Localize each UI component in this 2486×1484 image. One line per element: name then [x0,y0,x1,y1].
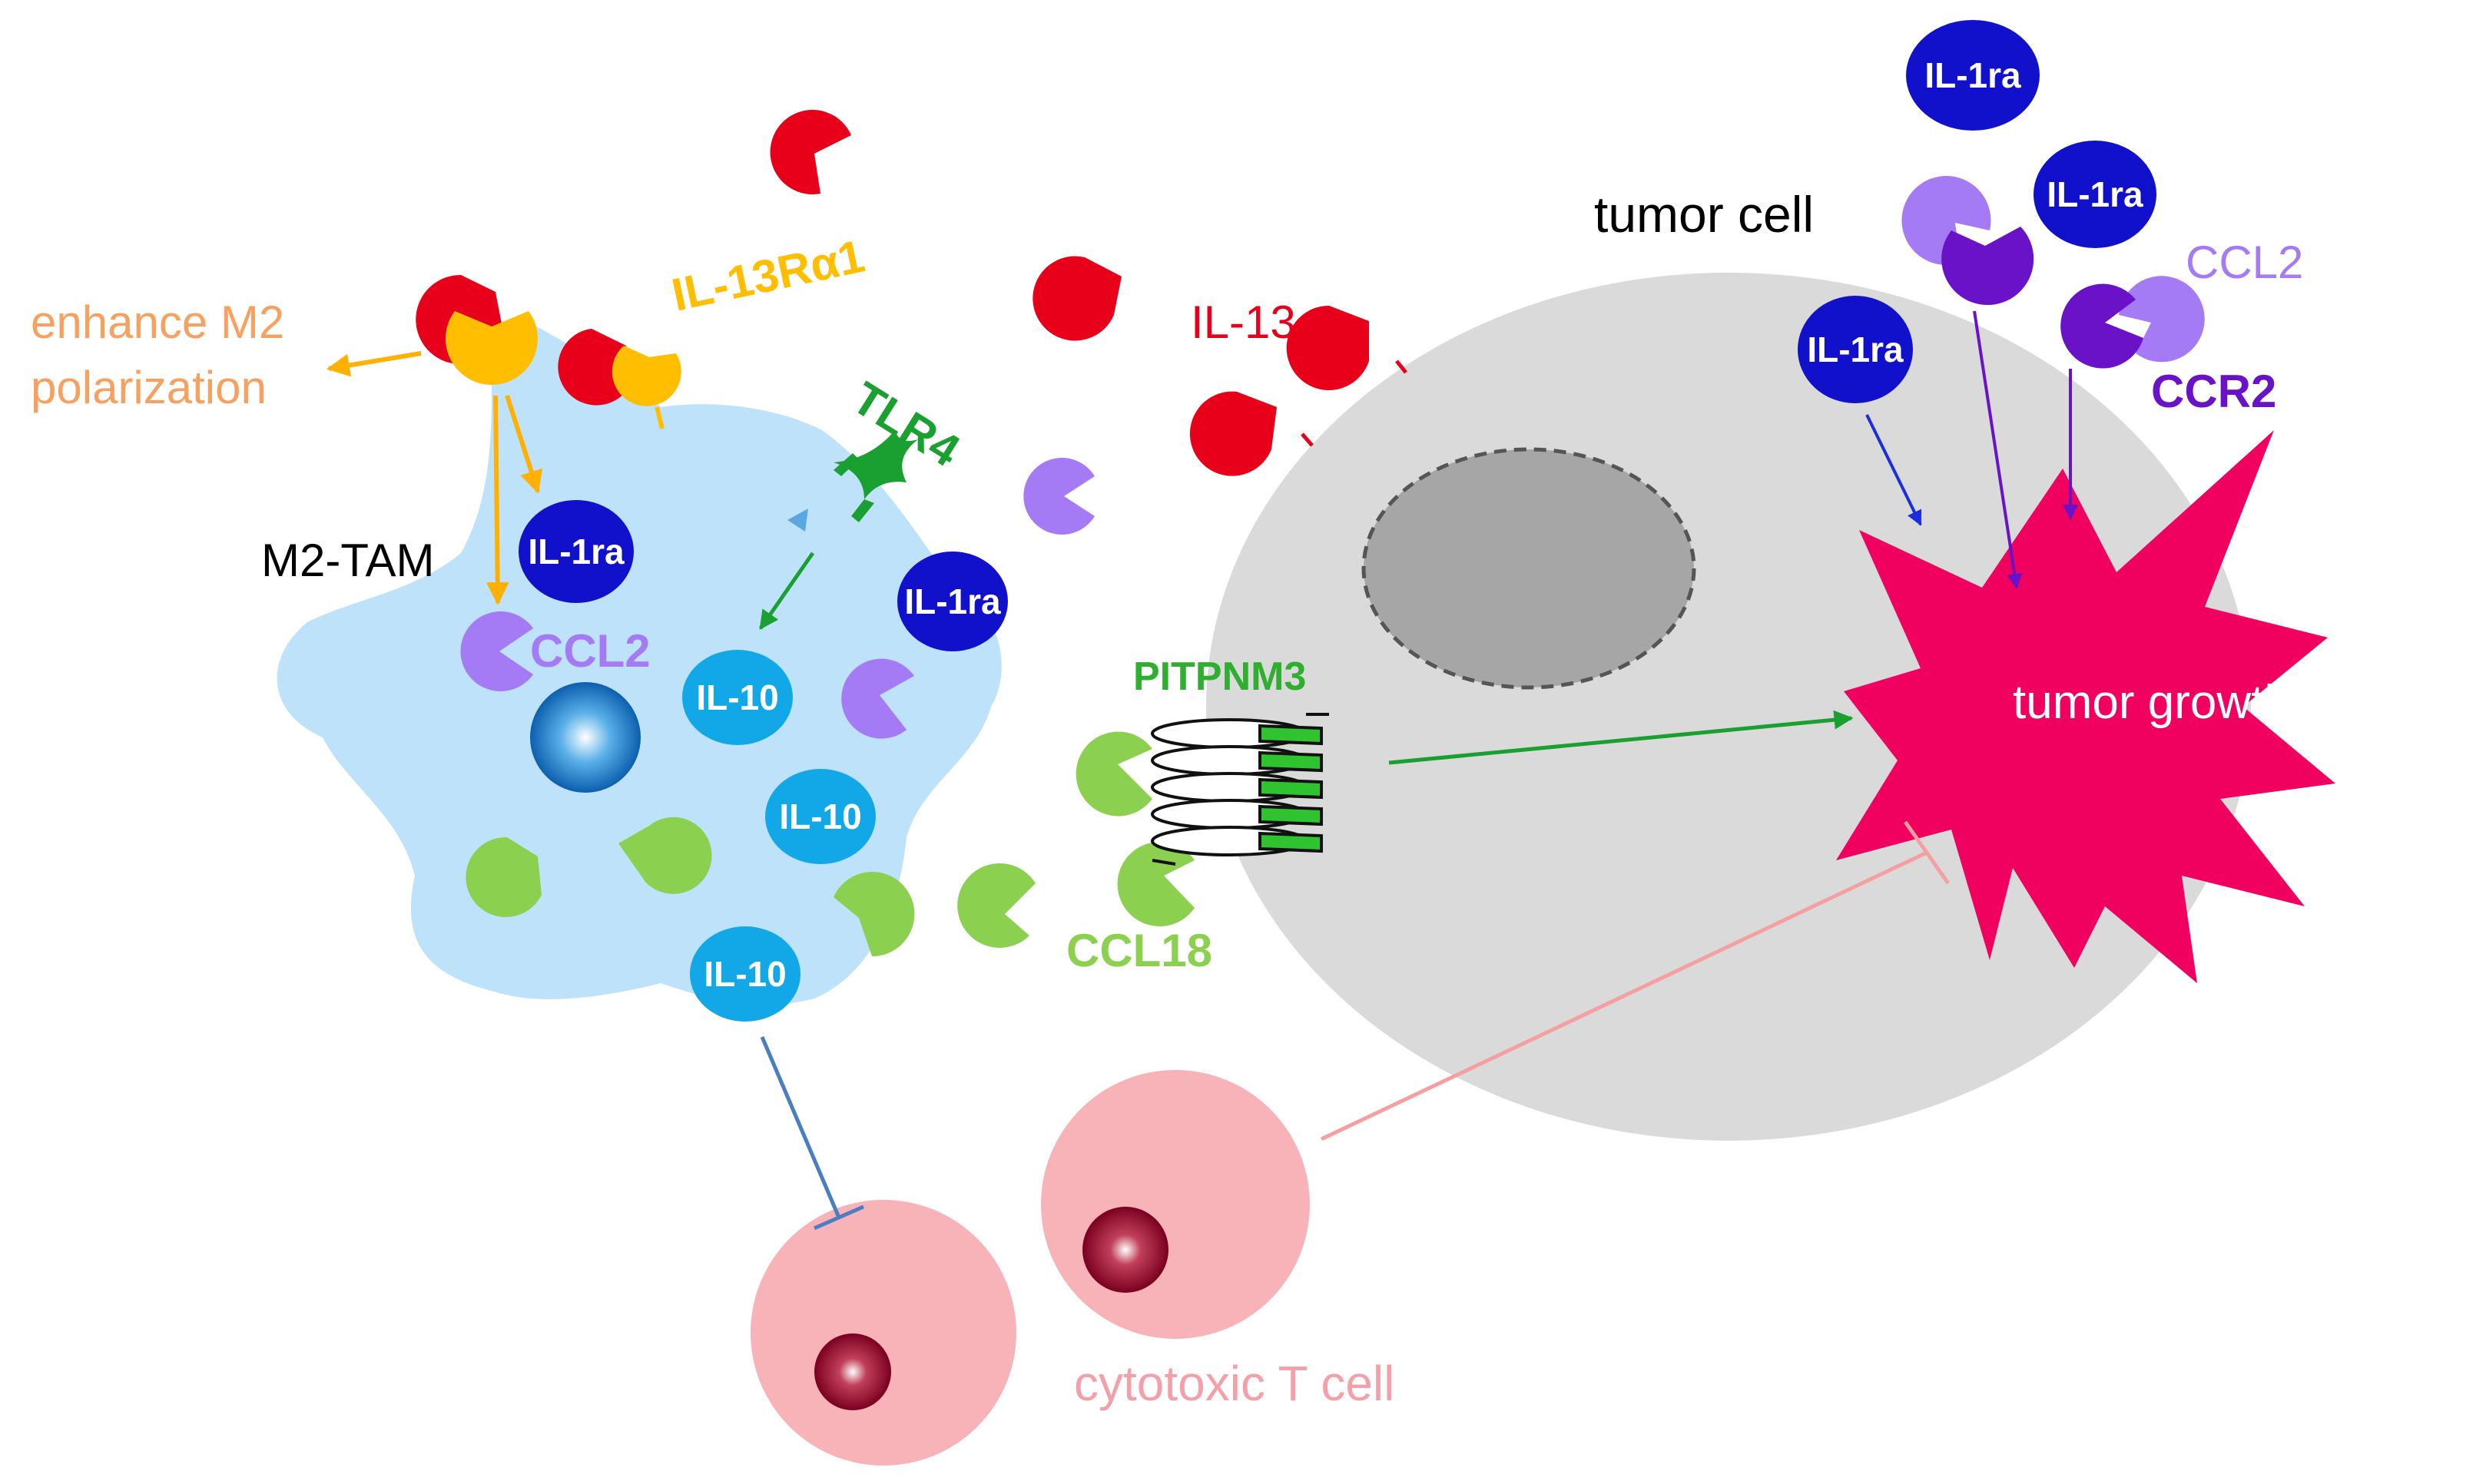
ccr2-to-growth-arrow [1973,310,2023,589]
tumor-cell-label: tumor cell [1594,186,1814,243]
ccl18-molecule [618,817,712,894]
il-1ra-chip-bg [2034,141,2156,248]
tlr4-receptor [834,430,918,522]
ccr2-receptor [2060,283,2143,369]
il-1ra-chip-bg [897,552,1008,651]
ccl18-molecule [834,872,915,957]
ccr2-receptor [1941,227,2034,306]
pitpnm3-band [1258,750,1323,773]
tlr4-ligand-icon [787,508,808,532]
il-13ra1-receptor [446,311,539,386]
il-10-chip-label: IL-10 [779,797,861,836]
il-13ra1-receptor [612,346,681,406]
il-1ra-chip: IL-1ra [1798,296,1913,403]
il-1ra-chip-label: IL-1ra [1924,55,2021,95]
il-10-chip-bg [690,926,800,1022]
polarization-label: polarization [31,362,267,413]
t-cell-inhibits-growth-line [1320,850,1928,1141]
il-13-molecule [1286,305,1369,390]
il-10-chip-label: IL-10 [704,954,786,994]
pitpnm3-label: PITPNM3 [1133,654,1306,699]
il-13-molecule [770,109,851,194]
tumor-cell-nucleus [1361,447,1696,690]
il1ra-to-growth-arrow [1865,414,1922,526]
il-1ra-chip: IL-1ra [897,552,1008,651]
il10-inhibits-t-cell-line [760,1036,841,1218]
ccl2-molecule [2119,276,2205,363]
il-10-chip: IL-10 [682,650,793,745]
pitpnm3-band [1258,831,1323,853]
ccl18-molecule [957,863,1036,948]
pitpnm3-band [1258,777,1323,800]
il-10-chip-label: IL-10 [696,677,778,717]
ccl18-molecule [466,836,542,917]
ccl2-molecules [460,176,2205,739]
ccl2-molecule [1023,458,1095,535]
il-10-chip-bg [765,769,876,864]
il-1ra-chip-label: IL-1ra [2047,174,2143,214]
il-1ra-chip: IL-1ra [1906,20,2040,131]
il13-to-ccl2-arrow [486,395,509,605]
t-cell-inhibits-growth-bar [1903,820,1951,885]
il-1ra-chip: IL-1ra [519,500,634,603]
il-1ra-chip-bg [519,500,634,603]
il-1ra-chip-label: IL-1ra [904,581,1001,621]
ccl2-macrophage-label: CCL2 [530,625,651,677]
ccl18-molecule [1076,731,1152,817]
il-13-molecule [558,329,631,406]
ccl2-molecule [841,658,914,739]
pitpnm3-receptor [1151,713,1329,866]
il-13-label: IL-13 [1191,296,1296,348]
il-1ra-chip-bg [1798,296,1913,403]
pitpnm3-to-tumor-growth-arrow [1388,710,1854,765]
enhance-m2-label: enhance M2 [31,296,284,348]
ccl18-molecule [1117,842,1195,926]
il-10-chip: IL-10 [765,769,876,864]
il-13-molecule [1189,391,1277,476]
il10-inhibits-t-cell-bar [813,1204,865,1231]
il-13-stalk [1301,432,1314,447]
t-cell-body [1041,1070,1310,1339]
t-cell-nucleus [1082,1207,1168,1293]
il-13-ligands [416,109,1369,476]
il-13-stalk [1395,359,1407,374]
tlr4-icon [834,453,859,476]
ccr2-label: CCR2 [2151,366,2276,417]
ccl18-molecules [466,731,1195,957]
il-1ra-chip-label: IL-1ra [1807,330,1904,369]
cytotoxic-t-cell-label: cytotoxic T cell [1074,1356,1394,1411]
tlr4-icon [834,430,918,499]
pitpnm3-band [1258,804,1323,826]
ccl2-molecule [460,611,533,691]
tumor-growth-burst [1836,430,2335,983]
il-1ra-chip: IL-1ra [2034,141,2156,248]
t-cell-nucleus [814,1333,891,1410]
enhance-m2-arrow [326,351,422,377]
ccl18-label: CCL18 [1066,925,1212,976]
tlr4-to-il10-arrow [758,552,815,631]
il-10-chip: IL-10 [690,926,800,1022]
il-10-chip-bg [682,650,793,745]
tlr4-icon [851,499,874,522]
il-1ra-chip-bg [1906,20,2040,131]
il-13ra1-stalk [655,406,665,429]
macrophage-nucleus [530,682,641,793]
ccl2-tumor-label: CCL2 [2186,237,2303,288]
pitpnm3-tail [1152,713,1329,866]
tumor-growth-label: tumor growth [2013,676,2291,729]
il13-to-il1ra-arrow [505,395,543,494]
ccl2-molecule [1901,176,1991,266]
t-cell-body [751,1200,1016,1466]
m2-tam-label: M2-TAM [261,535,435,586]
pitpnm3-band [1258,724,1323,746]
il-1ra-chip-label: IL-1ra [528,532,625,571]
il-13-molecule [1033,256,1122,341]
il-13ra1-label: IL-13Rα1 [668,230,869,320]
